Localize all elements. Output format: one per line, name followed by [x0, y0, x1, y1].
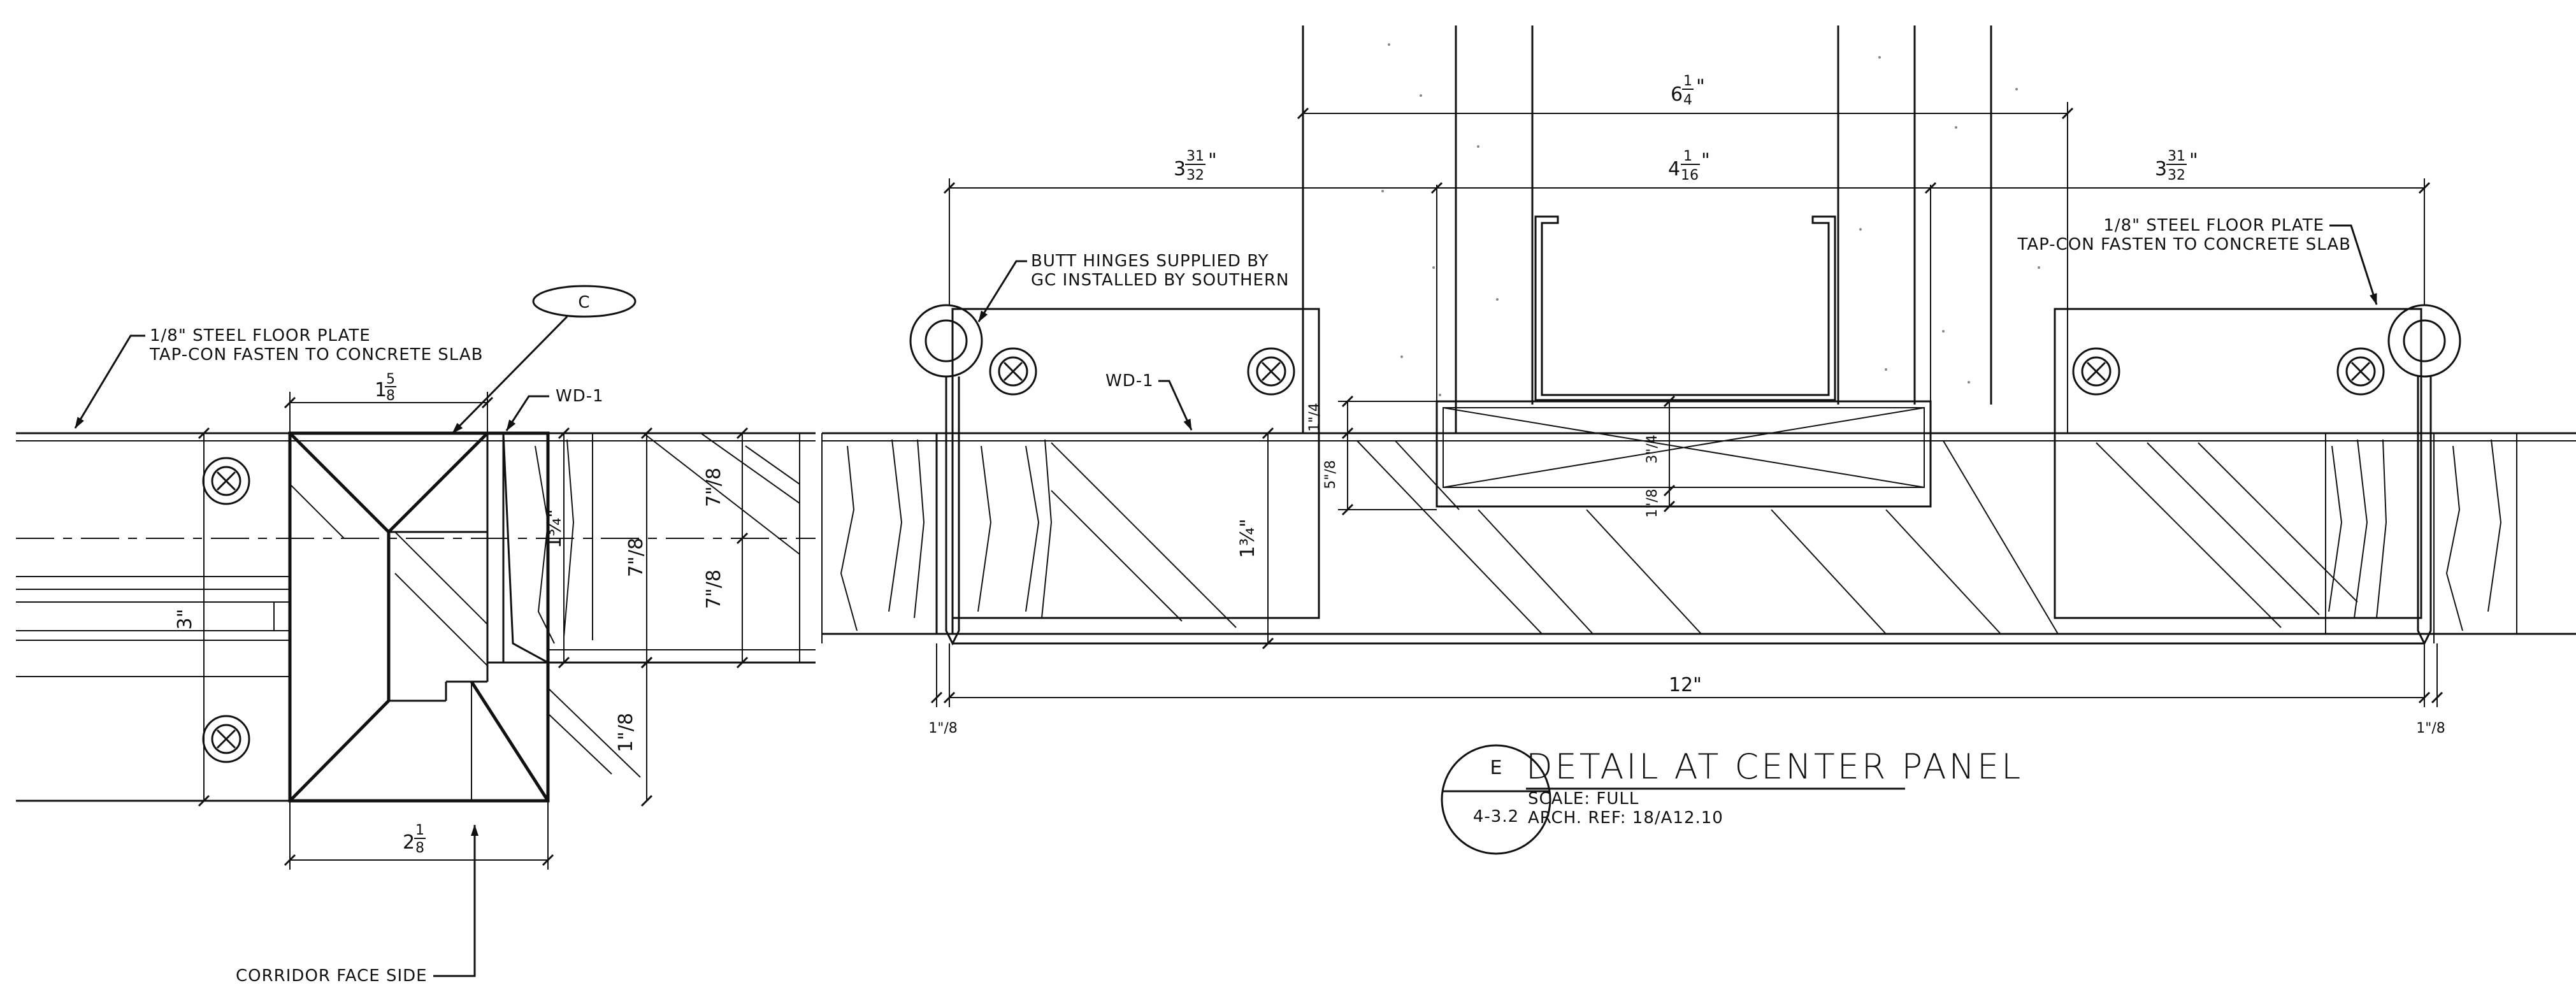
dim-7-8-lower: 7"/8: [703, 570, 725, 609]
door-stile: [288, 431, 550, 803]
screw-head-icon: [2072, 347, 2120, 396]
detail-title: DETAIL AT CENTER PANEL: [1526, 747, 2023, 787]
svg-text:E: E: [1490, 757, 1502, 779]
dim-1-8-right: 1"/8: [2416, 721, 2445, 736]
svg-text:3: 3: [2155, 158, 2167, 180]
dim-2-1-8: 2 1 8: [403, 822, 426, 856]
svg-text:SCALE: FULL: SCALE: FULL: [1528, 789, 1639, 808]
dim-7-8-upper: 7"/8: [703, 468, 725, 507]
dim-1-3-4-b: 1¾": [1237, 519, 1259, 558]
dim-3-4: 3"/4: [1644, 434, 1660, 464]
screw-head-icon: [989, 347, 1037, 396]
svg-text:1/8" STEEL FLOOR PLATE: 1/8" STEEL FLOOR PLATE: [2103, 216, 2324, 235]
svg-text:4: 4: [1668, 158, 1680, 180]
dim-3: 3": [174, 609, 196, 630]
svg-text:TAP-CON FASTEN TO CONCRETE SLA: TAP-CON FASTEN TO CONCRETE SLAB: [2017, 235, 2351, 254]
svg-text:5: 5: [386, 371, 395, 387]
svg-text:": ": [1701, 150, 1710, 172]
svg-text:16: 16: [1681, 168, 1699, 183]
screw-head-icon: [1247, 347, 1295, 396]
dim-1-8-a: 1"/8: [615, 713, 637, 752]
dim-1-8-b: 1"/8: [1644, 489, 1660, 518]
svg-text:GC INSTALLED BY SOUTHERN: GC INSTALLED BY SOUTHERN: [1031, 271, 1289, 290]
screw-head-icon: [2336, 347, 2385, 396]
svg-text:4-3.2: 4-3.2: [1473, 807, 1519, 826]
dim-6-1-4: 6 1 4 ": [1671, 73, 1705, 108]
svg-text:2: 2: [403, 831, 415, 854]
svg-text:1: 1: [375, 379, 387, 401]
svg-text:TAP-CON FASTEN TO CONCRETE SLA: TAP-CON FASTEN TO CONCRETE SLAB: [149, 345, 483, 364]
detail-title-block: E 4-3.2 DETAIL AT CENTER PANEL SCALE: FU…: [1441, 744, 2023, 855]
hinge-knuckle-icon: [2387, 304, 2461, 646]
svg-text:1: 1: [415, 822, 424, 838]
screw-head-icon: [202, 715, 250, 763]
svg-text:C: C: [578, 293, 590, 312]
center-panel-section: 6 1 4 " 3 31 32 " 4 1 16 " 3 3: [821, 25, 2576, 736]
svg-text:": ": [1696, 76, 1705, 98]
leader-arrow-icon: [74, 334, 145, 429]
dim-7-8-center: 7"/8: [625, 538, 647, 577]
dim-1-4: 1"/4: [1307, 403, 1323, 432]
svg-text:3: 3: [1174, 158, 1186, 180]
screw-head-icon: [202, 457, 250, 505]
dim-5-8: 5"/8: [1323, 460, 1339, 489]
svg-text:WD-1: WD-1: [1105, 371, 1154, 391]
concrete-speckle: [1381, 43, 2040, 396]
detail-marker: [1441, 744, 1551, 855]
svg-text:1: 1: [1683, 73, 1692, 89]
svg-text:1: 1: [1683, 148, 1692, 164]
svg-text:": ": [1208, 150, 1217, 172]
dim-3-31-32-left: 3 31 32 ": [1174, 148, 1217, 183]
svg-text:CORRIDOR FACE SIDE: CORRIDOR FACE SIDE: [236, 966, 428, 986]
dim-12: 12": [1669, 674, 1702, 696]
dim-1-5-8: 1 5 8: [375, 371, 396, 404]
center-blocking: [1436, 400, 1932, 508]
dim-3-31-32-right: 3 31 32 ": [2155, 148, 2198, 183]
dim-1-3-4-a: 1¾": [543, 509, 566, 549]
svg-text:": ": [2189, 150, 2198, 172]
steel-channel: [1534, 215, 1836, 401]
svg-text:6: 6: [1671, 83, 1683, 106]
svg-text:4: 4: [1683, 92, 1692, 108]
callout-bubble-icon: [532, 285, 637, 318]
svg-text:WD-1: WD-1: [556, 387, 604, 406]
dim-4-1-16: 4 1 16 ": [1668, 148, 1710, 183]
svg-text:ARCH. REF: 18/A12.10: ARCH. REF: 18/A12.10: [1528, 808, 1723, 828]
svg-text:1/8" STEEL FLOOR PLATE: 1/8" STEEL FLOOR PLATE: [150, 326, 371, 345]
svg-text:BUTT HINGES SUPPLIED BY: BUTT HINGES SUPPLIED BY: [1031, 252, 1269, 271]
hinge-knuckle-icon: [909, 304, 983, 646]
svg-text:8: 8: [415, 840, 424, 856]
left-section: 3": [16, 285, 816, 986]
svg-text:31: 31: [1186, 148, 1204, 164]
dim-1-8-left: 1"/8: [928, 721, 958, 736]
svg-text:8: 8: [386, 388, 395, 404]
svg-text:31: 31: [2168, 148, 2185, 164]
svg-text:32: 32: [1186, 168, 1204, 183]
svg-text:32: 32: [2168, 168, 2185, 183]
